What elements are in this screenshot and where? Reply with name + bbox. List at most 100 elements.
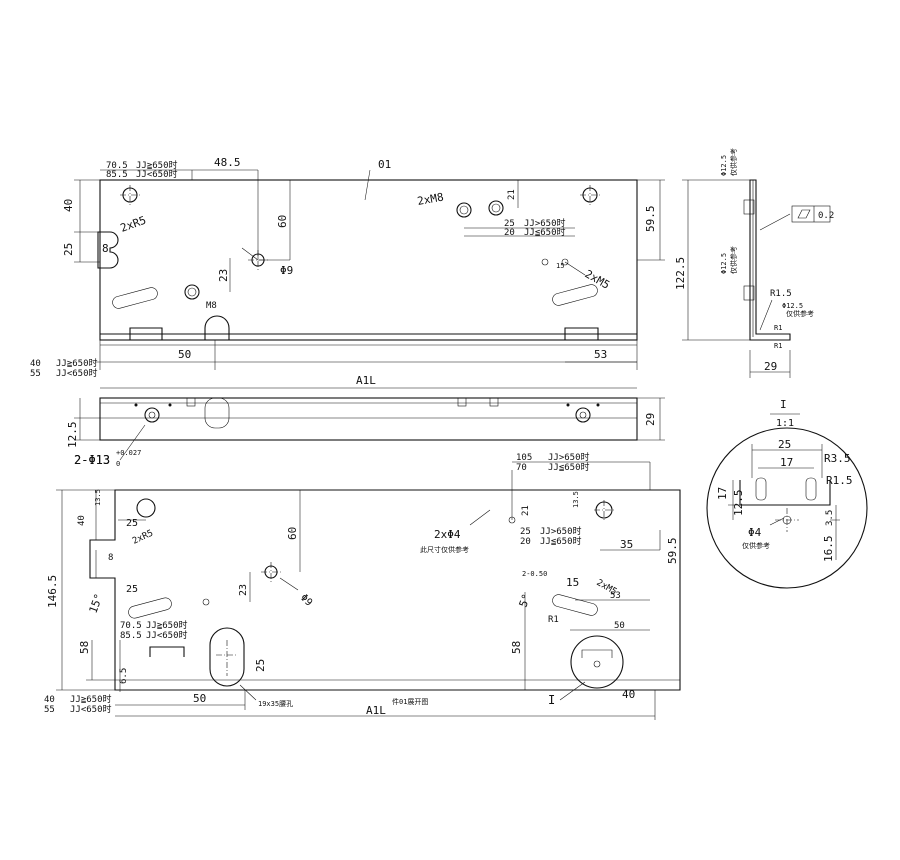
svg-text:25: 25 xyxy=(62,243,75,256)
svg-text:60: 60 xyxy=(286,527,299,540)
svg-text:122.5: 122.5 xyxy=(674,257,687,290)
svg-text:件01展开图: 件01展开图 xyxy=(392,697,428,706)
svg-text:25: 25 xyxy=(126,584,138,595)
svg-text:25: 25 xyxy=(504,219,515,229)
svg-text:21: 21 xyxy=(521,505,531,516)
front-view: 12.5 29 2-Φ13 +0.027 0 xyxy=(66,397,665,468)
svg-text:Φ12.5: Φ12.5 xyxy=(782,302,803,310)
svg-text:59.5: 59.5 xyxy=(666,538,679,565)
svg-text:此尺寸仅供参考: 此尺寸仅供参考 xyxy=(420,545,469,554)
svg-text:8: 8 xyxy=(102,242,109,255)
svg-text:17: 17 xyxy=(780,456,793,469)
svg-text:70: 70 xyxy=(516,463,527,473)
svg-text:105: 105 xyxy=(516,453,532,463)
svg-text:13.5: 13.5 xyxy=(572,491,580,508)
svg-text:2xM8: 2xM8 xyxy=(416,191,444,208)
svg-text:58: 58 xyxy=(510,641,523,654)
svg-text:20: 20 xyxy=(504,228,515,238)
svg-text:仅供参考: 仅供参考 xyxy=(729,246,738,274)
svg-text:Φ4: Φ4 xyxy=(748,526,762,539)
svg-text:15: 15 xyxy=(566,576,579,589)
svg-text:R1.5: R1.5 xyxy=(826,474,853,487)
svg-text:15: 15 xyxy=(556,262,564,270)
svg-text:I: I xyxy=(548,693,555,707)
svg-text:23: 23 xyxy=(238,584,249,596)
svg-text:21: 21 xyxy=(507,189,517,200)
svg-text:1:1: 1:1 xyxy=(776,418,794,429)
svg-text:5°: 5° xyxy=(517,592,534,609)
svg-text:仅供参考: 仅供参考 xyxy=(786,309,814,318)
svg-text:+0.027: +0.027 xyxy=(116,449,141,457)
svg-text:53: 53 xyxy=(594,348,607,361)
svg-text:JJ<650时: JJ<650时 xyxy=(136,168,178,180)
svg-text:JJ≧650时: JJ≧650时 xyxy=(56,357,98,369)
svg-text:2-Φ13: 2-Φ13 xyxy=(74,453,110,467)
svg-text:0.2: 0.2 xyxy=(818,211,834,221)
slot-top xyxy=(204,315,230,340)
svg-text:6.5: 6.5 xyxy=(119,668,129,684)
svg-text:2-Φ13: 2-Φ13 xyxy=(74,453,110,467)
svg-text:2xR5: 2xR5 xyxy=(119,214,148,235)
bracket-left xyxy=(129,327,163,340)
svg-text:12.5: 12.5 xyxy=(732,490,745,517)
svg-text:48.5: 48.5 xyxy=(214,156,241,169)
svg-text:29: 29 xyxy=(764,360,777,373)
svg-text:R1: R1 xyxy=(548,615,559,625)
svg-text:55: 55 xyxy=(30,369,41,379)
svg-text:85.5: 85.5 xyxy=(106,170,128,180)
detail-circle xyxy=(706,427,868,589)
svg-text:25: 25 xyxy=(126,518,138,529)
svg-text:85.5: 85.5 xyxy=(120,631,142,641)
svg-text:R1: R1 xyxy=(774,324,782,332)
svg-text:I: I xyxy=(780,398,787,411)
svg-text:JJ>650时: JJ>650时 xyxy=(540,525,582,537)
svg-text:29: 29 xyxy=(644,413,657,426)
svg-text:40: 40 xyxy=(622,688,635,701)
svg-text:53: 53 xyxy=(610,591,621,601)
svg-text:40: 40 xyxy=(30,359,41,369)
flatness-frame xyxy=(791,205,831,223)
svg-text:M8: M8 xyxy=(206,301,217,311)
svg-text:146.5: 146.5 xyxy=(46,575,59,608)
svg-text:2-0.50: 2-0.50 xyxy=(522,570,547,578)
side-profile xyxy=(749,179,791,341)
svg-text:Φ12.5: Φ12.5 xyxy=(720,155,728,176)
svg-text:Φ9: Φ9 xyxy=(298,592,314,608)
svg-text:Φ12.5: Φ12.5 xyxy=(720,253,728,274)
svg-text:JJ<650时: JJ<650时 xyxy=(146,629,188,641)
svg-text:50: 50 xyxy=(193,692,206,705)
svg-text:JJ>650时: JJ>650时 xyxy=(524,217,566,229)
top-plate-outline xyxy=(99,179,638,341)
flatness-icon xyxy=(797,209,811,219)
svg-text:55: 55 xyxy=(44,705,55,715)
svg-text:2xΦ4: 2xΦ4 xyxy=(434,528,461,541)
detail-view-i: I 1:1 25 17 R3.5 R1.5 17 12.5 3.5 16.5 Φ… xyxy=(706,398,868,589)
top-view: 01 70.5 JJ≧650时 85.5 JJ<650时 48.5 40 25 … xyxy=(30,156,665,389)
svg-text:R1.5: R1.5 xyxy=(770,289,792,299)
svg-text:A1L: A1L xyxy=(366,704,386,717)
side-view: 0.2 Φ12.5 仅供参考 Φ12.5 仅供参考 122.5 R1.5 Φ12… xyxy=(674,148,834,378)
flat-pattern-view: 2-Φ13 146.5 40 13.5 25 8 2xR5 60 23 Φ9 2… xyxy=(44,451,681,720)
svg-text:20: 20 xyxy=(520,537,531,547)
svg-text:60: 60 xyxy=(276,215,289,228)
svg-text:2xR5: 2xR5 xyxy=(131,528,155,546)
svg-text:12.5: 12.5 xyxy=(66,422,79,449)
svg-text:59.5: 59.5 xyxy=(644,206,657,233)
svg-text:13.5: 13.5 xyxy=(94,489,102,506)
svg-text:JJ≦650时: JJ≦650时 xyxy=(540,535,582,547)
svg-text:58: 58 xyxy=(78,641,91,654)
svg-text:50: 50 xyxy=(178,348,191,361)
svg-text:25: 25 xyxy=(520,527,531,537)
svg-text:JJ≧650时: JJ≧650时 xyxy=(146,619,188,631)
waist-slot xyxy=(209,627,245,687)
svg-text:23: 23 xyxy=(217,269,230,282)
svg-text:A1L: A1L xyxy=(356,374,376,387)
svg-text:JJ≧650时: JJ≧650时 xyxy=(70,693,112,705)
svg-text:25: 25 xyxy=(254,659,267,672)
svg-text:R1: R1 xyxy=(774,342,782,350)
part-number: 01 xyxy=(378,158,391,171)
svg-text:17: 17 xyxy=(716,487,729,500)
svg-text:50: 50 xyxy=(614,621,625,631)
svg-text:R3.5: R3.5 xyxy=(824,452,851,465)
